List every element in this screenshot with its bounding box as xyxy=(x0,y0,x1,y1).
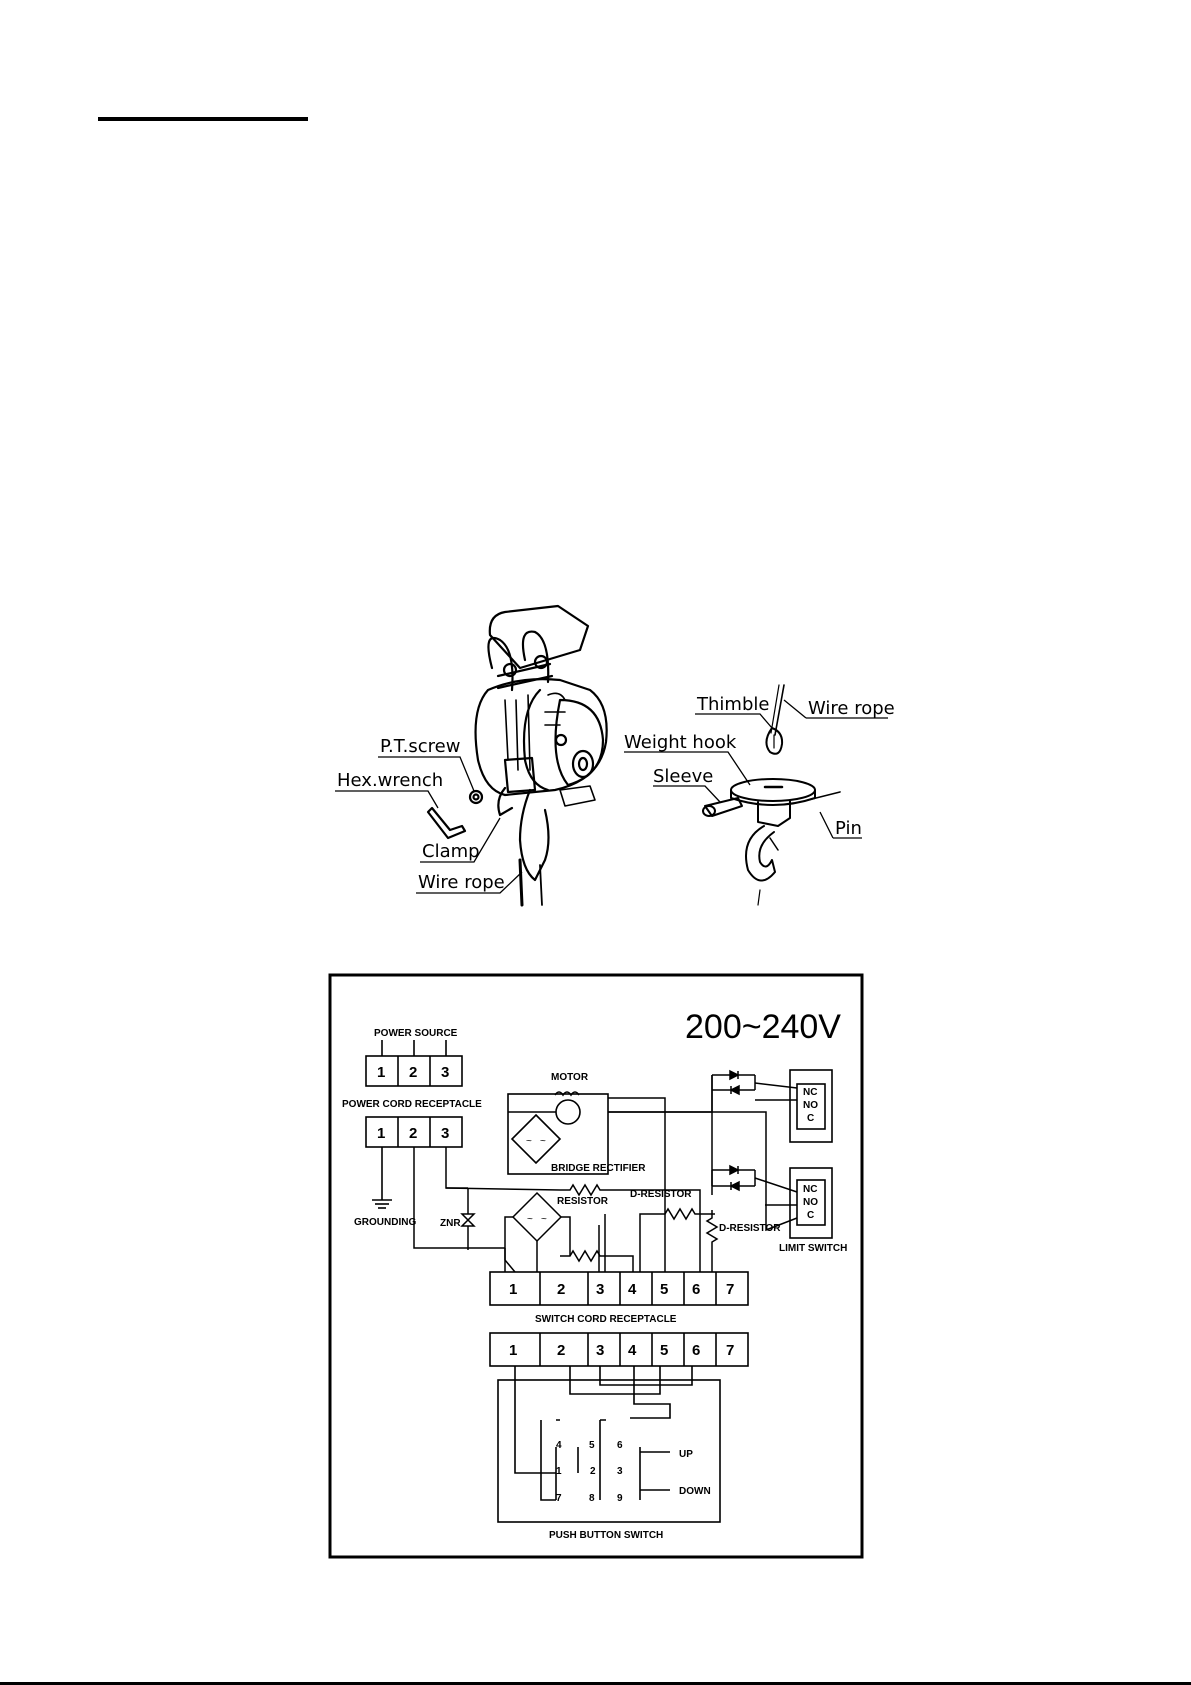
leader-lines-right xyxy=(624,699,888,839)
push-button-terminal-block xyxy=(489,1332,749,1367)
switch-cord-terminal: 6 xyxy=(692,1281,700,1298)
switch-cord-terminal: 1 xyxy=(509,1281,517,1298)
footer-rule xyxy=(0,1682,1191,1685)
push-button-terminal: 4 xyxy=(628,1342,637,1359)
switch-cord-terminal: 2 xyxy=(557,1281,565,1298)
leader-lines-left xyxy=(335,756,523,894)
contact-number: 5 xyxy=(589,1440,595,1451)
switch-cord-receptacle-block xyxy=(489,1271,749,1306)
label-pin: Pin xyxy=(835,818,862,839)
push-button-terminal: 5 xyxy=(660,1342,668,1359)
contact-number: 7 xyxy=(556,1493,562,1504)
bridge-rectifier-label: BRIDGE RECTIFIER xyxy=(551,1163,646,1174)
power-source-terminal: 2 xyxy=(409,1064,417,1081)
power-source-terminal: 3 xyxy=(441,1064,449,1081)
switch-cord-terminal: 4 xyxy=(628,1281,637,1298)
limit-switch-contact: NC xyxy=(803,1087,817,1098)
limit-switch-bottom xyxy=(789,1167,833,1239)
grounding-label: GROUNDING xyxy=(354,1217,416,1228)
limit-switch-top xyxy=(789,1069,833,1143)
motor-label: MOTOR xyxy=(551,1072,589,1083)
limit-switch-contact: C xyxy=(807,1113,814,1124)
push-button-switch-label: PUSH BUTTON SWITCH xyxy=(549,1530,663,1541)
svg-text:~: ~ xyxy=(541,1214,547,1225)
down-label: DOWN xyxy=(679,1486,711,1497)
limit-switch-label: LIMIT SWITCH xyxy=(779,1243,847,1254)
power-cord-terminal: 3 xyxy=(441,1125,449,1142)
push-button-terminal: 1 xyxy=(509,1342,517,1359)
switch-cord-terminal: 5 xyxy=(660,1281,668,1298)
znr-symbol xyxy=(460,1188,476,1250)
svg-text:~: ~ xyxy=(540,1136,546,1147)
label-wire-rope-left: Wire rope xyxy=(418,872,505,893)
switch-cord-terminal: 3 xyxy=(596,1281,604,1298)
switch-cord-receptacle-label: SWITCH CORD RECEPTACLE xyxy=(535,1314,677,1325)
push-button-terminal: 2 xyxy=(557,1342,565,1359)
diodes xyxy=(711,1069,756,1192)
power-cord-receptacle-label: POWER CORD RECEPTACLE xyxy=(342,1099,482,1110)
wiring-diagram-frame xyxy=(328,973,864,1559)
svg-text:~: ~ xyxy=(526,1136,532,1147)
hoist-illustration xyxy=(426,604,608,907)
label-clamp: Clamp xyxy=(422,841,480,862)
push-button-switch xyxy=(497,1366,721,1523)
label-wire-rope-right: Wire rope xyxy=(808,698,895,719)
limit-switch-contact: NO xyxy=(803,1197,818,1208)
svg-text:~: ~ xyxy=(527,1214,533,1225)
label-thimble: Thimble xyxy=(696,694,769,715)
znr-label: ZNR xyxy=(440,1218,461,1229)
contact-number: 4 xyxy=(556,1440,562,1451)
up-label: UP xyxy=(679,1449,693,1460)
push-button-terminal: 3 xyxy=(596,1342,604,1359)
power-cord-terminal: 2 xyxy=(409,1125,417,1142)
d-resistor-label: D-RESISTOR xyxy=(630,1189,692,1200)
contact-number: 3 xyxy=(617,1466,623,1477)
wiring-lines xyxy=(413,1075,798,1273)
push-button-terminal: 7 xyxy=(726,1342,734,1359)
push-button-terminal: 6 xyxy=(692,1342,700,1359)
label-weight-hook: Weight hook xyxy=(624,732,737,753)
contact-number: 2 xyxy=(590,1466,596,1477)
motor-symbol: ~ ~ xyxy=(507,1091,609,1175)
limit-switch-contact: C xyxy=(807,1210,814,1221)
power-cord-terminal: 1 xyxy=(377,1125,385,1142)
limit-switch-contact: NC xyxy=(803,1184,817,1195)
label-pt-screw: P.T.screw xyxy=(380,736,460,757)
voltage-label: 200~240V xyxy=(685,1008,841,1046)
power-source-terminal: 1 xyxy=(377,1064,385,1081)
power-source-label: POWER SOURCE xyxy=(374,1028,458,1039)
resistor-label: RESISTOR xyxy=(557,1196,609,1207)
hook-illustration xyxy=(702,684,841,906)
header-rule xyxy=(98,117,308,121)
contact-number: 9 xyxy=(617,1493,623,1504)
contact-number: 1 xyxy=(556,1466,562,1477)
label-sleeve: Sleeve xyxy=(653,766,713,787)
switch-cord-terminal: 7 xyxy=(726,1281,734,1298)
d-resistor-label: D-RESISTOR xyxy=(719,1223,781,1234)
limit-switch-contact: NO xyxy=(803,1100,818,1111)
contact-number: 6 xyxy=(617,1440,623,1451)
power-source-block xyxy=(365,1040,463,1087)
contact-number: 8 xyxy=(589,1493,595,1504)
grounding-symbol xyxy=(372,1147,392,1209)
label-hex-wrench: Hex.wrench xyxy=(337,770,443,791)
